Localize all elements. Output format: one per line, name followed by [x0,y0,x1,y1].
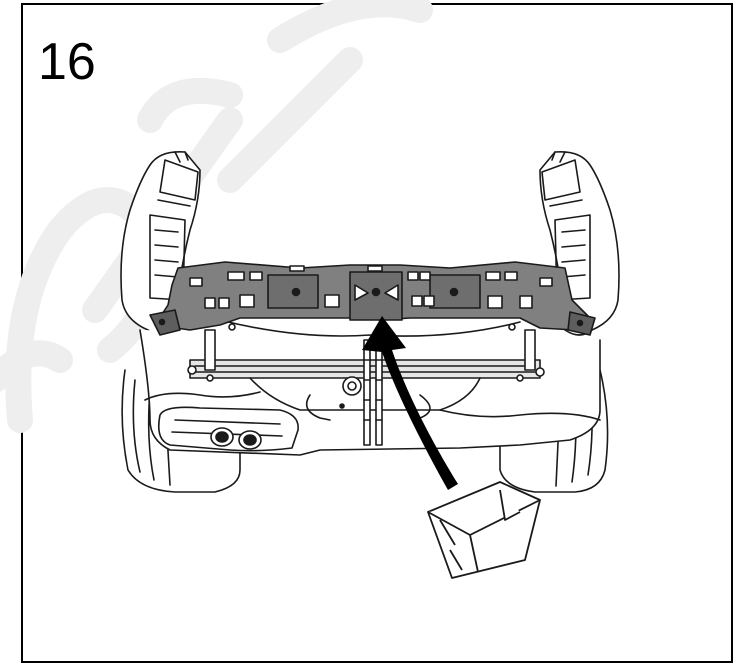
right-fender [539,150,620,336]
clip-tray-icon [427,481,541,579]
curved-arrow-icon [362,316,458,490]
step-number: 16 [38,33,96,91]
mount-screws [187,323,545,382]
bumper-bracket [149,261,596,336]
car-rear-illustration [120,150,620,579]
exhaust-muffler [157,406,299,452]
